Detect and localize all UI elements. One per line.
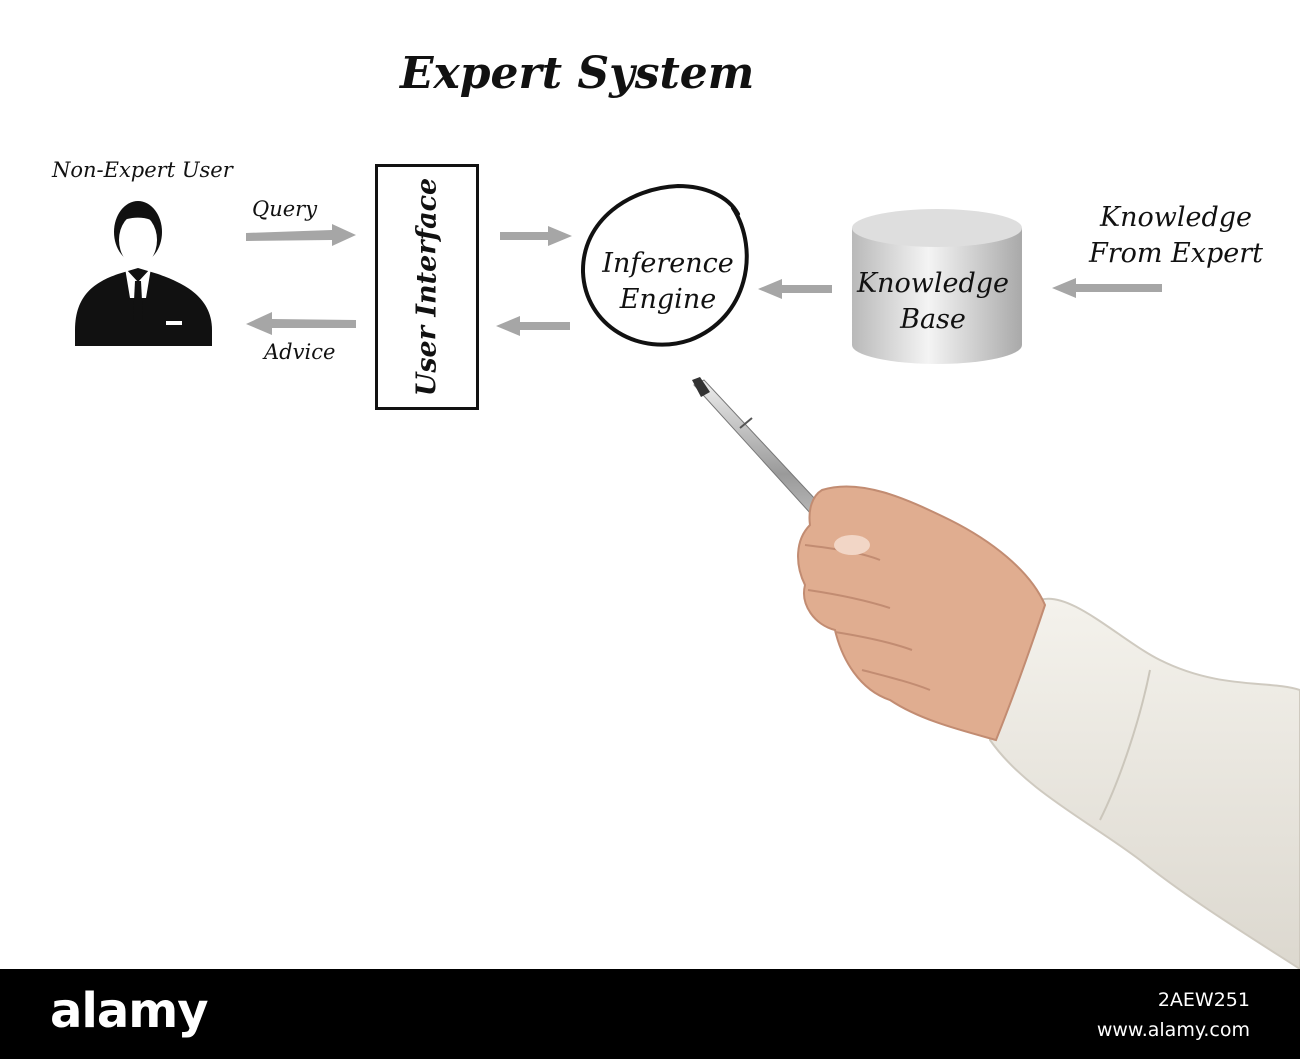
hand-image — [797, 485, 1047, 742]
knowledge-base-label-line1: Knowledge — [856, 268, 1010, 299]
user-interface-label: User Interface — [411, 177, 443, 397]
diagram-canvas — [75, 183, 1300, 969]
knowledge-from-expert-label: Knowledge From Expert — [1086, 200, 1266, 272]
arrow-advice — [246, 312, 356, 335]
arrow-expert-to-kb — [1052, 278, 1162, 298]
engine-circle — [580, 183, 749, 347]
site-url: www.alamy.com — [1096, 1019, 1250, 1041]
arrow-engine-to-ui — [496, 316, 570, 336]
knowledge-base-label: Knowledge Base — [852, 266, 1014, 338]
knowledge-base-label-line2: Base — [900, 304, 966, 335]
sleeve-image — [988, 597, 1300, 969]
non-expert-user-label: Non-Expert User — [52, 158, 233, 182]
knowledge-from-expert-line2: From Expert — [1088, 238, 1264, 269]
arrow-query — [246, 224, 356, 246]
person-icon — [75, 201, 212, 346]
brand-logo: alamy — [50, 983, 209, 1039]
inference-engine-label: Inference Engine — [578, 246, 758, 318]
inference-engine-label-line2: Engine — [619, 284, 717, 315]
watermark-footer: alamy 2AEW251 www.alamy.com — [0, 969, 1300, 1059]
diagram-title: Expert System — [400, 48, 755, 99]
inference-engine-label-line1: Inference — [602, 248, 734, 279]
knowledge-from-expert-line1: Knowledge — [1099, 202, 1253, 233]
knowledge-base-cylinder — [852, 209, 1022, 364]
arrow-ui-to-engine — [500, 226, 572, 246]
query-label: Query — [252, 197, 318, 221]
advice-label: Advice — [264, 340, 336, 364]
user-interface-box: User Interface — [375, 164, 479, 410]
image-id: 2AEW251 — [1157, 989, 1250, 1011]
arrow-kb-to-engine — [758, 279, 832, 299]
